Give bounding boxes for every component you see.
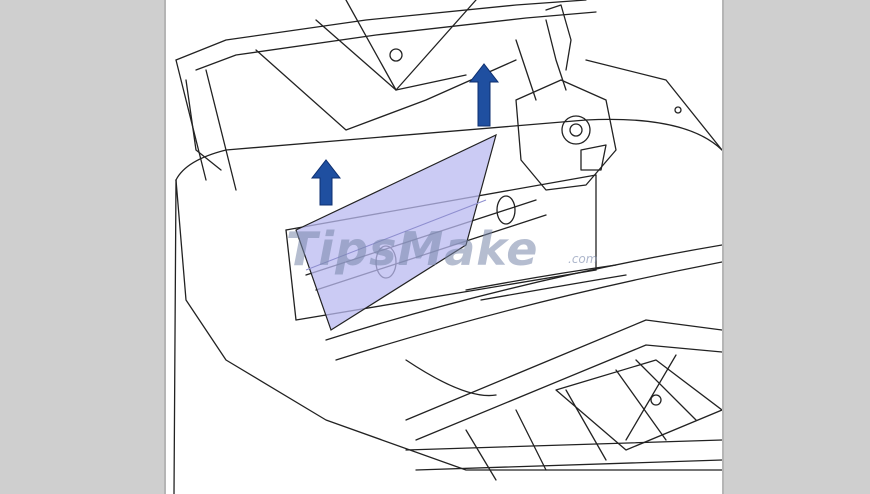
open-lid-outline — [175, 0, 587, 61]
lid-hinge-left — [185, 79, 222, 171]
gear-large — [561, 115, 591, 145]
front-cover-lower — [335, 261, 722, 361]
output-tray-inner — [415, 344, 722, 441]
pull-arrows — [310, 63, 500, 206]
output-tray-outline — [405, 319, 722, 421]
lid-frame-left — [205, 69, 237, 191]
lid-ribs-2 — [395, 0, 477, 91]
tray-diagonal-2 — [625, 354, 677, 441]
left-margin-panel — [0, 0, 166, 494]
front-cover-curve — [405, 359, 497, 397]
cavity-side — [285, 229, 297, 321]
open-lid-inner — [195, 11, 597, 71]
front-gloss-1 — [465, 264, 617, 291]
right-arm — [545, 4, 572, 71]
output-tray-ribs-3 — [565, 389, 607, 461]
output-tray-ribs-1 — [465, 429, 497, 481]
printer-drawing — [173, 0, 722, 494]
roller-right — [496, 195, 516, 225]
lid-ribs-3 — [345, 0, 467, 91]
pull-arrow-right-icon — [468, 63, 500, 127]
open-lid-left-edge — [175, 59, 207, 181]
lid-ribs-1 — [315, 19, 397, 91]
tray-hub — [650, 394, 662, 406]
lid-frame-right — [515, 39, 537, 101]
output-tray-ribs-2 — [515, 409, 547, 471]
pull-arrow-left-icon — [310, 159, 342, 206]
gear-housing — [515, 79, 617, 191]
right-margin-panel — [722, 0, 870, 494]
right-rim — [585, 59, 722, 151]
output-tray-ribs-4 — [615, 369, 667, 441]
front-cover — [325, 244, 722, 341]
gear-small — [569, 123, 583, 137]
rim-screw — [674, 106, 682, 114]
printer-body-outline — [175, 179, 722, 471]
printer-left-side — [173, 179, 177, 494]
printer-illustration: TipsMake .com — [166, 0, 722, 494]
printer-top-rim — [175, 118, 722, 181]
base-line-2 — [415, 459, 722, 471]
right-hinge — [545, 19, 567, 91]
base-line-1 — [405, 439, 722, 451]
gear-bracket — [580, 144, 607, 171]
lid-center-hub — [389, 48, 403, 62]
tray-diagonal-1 — [635, 359, 697, 421]
output-tray-extension — [555, 359, 722, 451]
front-gloss-2 — [480, 274, 627, 301]
jammed-paper-sheet — [295, 133, 497, 331]
lid-ribs-4 — [255, 49, 517, 131]
jammed-paper-crease — [305, 199, 487, 271]
